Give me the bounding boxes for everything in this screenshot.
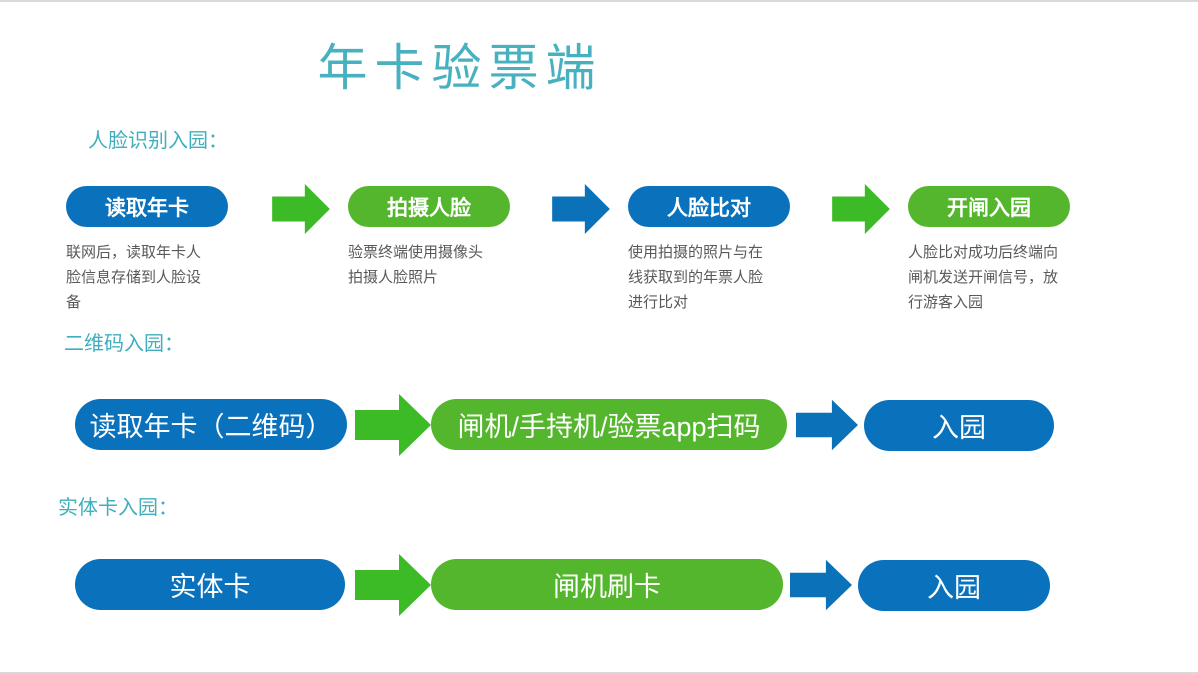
flow-pill-capture-face: 拍摄人脸 [348,186,510,227]
flow-pill-physical-card: 实体卡 [75,559,345,610]
flow-arrow-right-icon [272,184,330,234]
flow-arrow-right-icon [552,184,610,234]
flow-pill-scan-qrcode: 闸机/手持机/验票app扫码 [431,399,787,450]
flow-arrow-right-icon [355,554,431,616]
flow-arrow-right-icon [355,394,431,456]
flow-arrow-right-icon [796,398,858,452]
flow-pill-read-card-qrcode: 读取年卡（二维码） [75,399,347,450]
step-description: 联网后，读取年卡人脸信息存储到人脸设备 [66,244,202,311]
section-label-face-entry: 人脸识别入园： [88,130,228,152]
flow-pill-open-gate: 开闸入园 [908,186,1070,227]
flow-pill-enter-park: 入园 [864,400,1054,451]
flow-pill-gate-swipe: 闸机刷卡 [431,559,783,610]
section-label-physical-card-entry: 实体卡入园： [58,497,178,519]
flow-pill-face-compare: 人脸比对 [628,186,790,227]
page-title: 年卡验票端 [317,40,603,96]
flow-arrow-right-icon [832,184,890,234]
step-description: 验票终端使用摄像头拍摄人脸照片 [348,244,484,286]
flow-arrow-right-icon [790,558,852,612]
step-description: 使用拍摄的照片与在线获取到的年票人脸进行比对 [628,244,764,311]
flow-pill-enter-park: 入园 [858,560,1050,611]
section-label-qrcode-entry: 二维码入园： [64,333,184,355]
flow-pill-read-card: 读取年卡 [66,186,228,227]
step-description: 人脸比对成功后终端向闸机发送开闸信号，放行游客入园 [908,244,1059,311]
